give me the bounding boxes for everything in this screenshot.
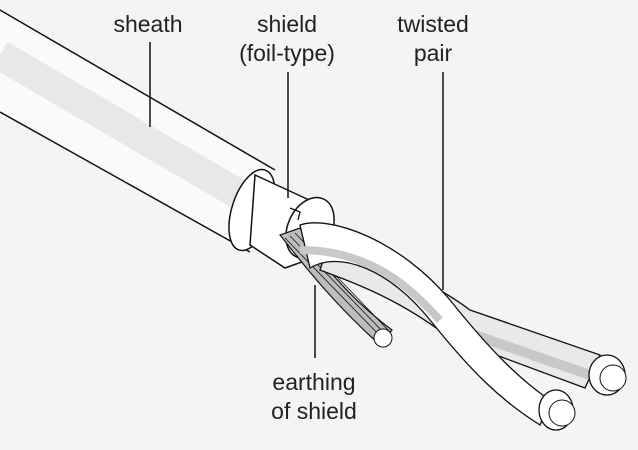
label-earthing: earthing of shield — [271, 368, 357, 426]
label-twisted-line2: pair — [413, 40, 453, 66]
label-twisted-pair: twisted pair — [397, 10, 469, 68]
label-sheath: sheath — [113, 11, 183, 37]
label-twisted-line1: twisted — [397, 11, 469, 37]
label-shield: shield (foil-type) — [239, 10, 335, 68]
label-shield-line1: shield — [256, 11, 318, 37]
label-shield-line2: (foil-type) — [239, 40, 335, 66]
label-earthing-line1: earthing — [272, 369, 356, 395]
label-earthing-line2: of shield — [271, 398, 357, 424]
conductor-front — [299, 222, 576, 431]
